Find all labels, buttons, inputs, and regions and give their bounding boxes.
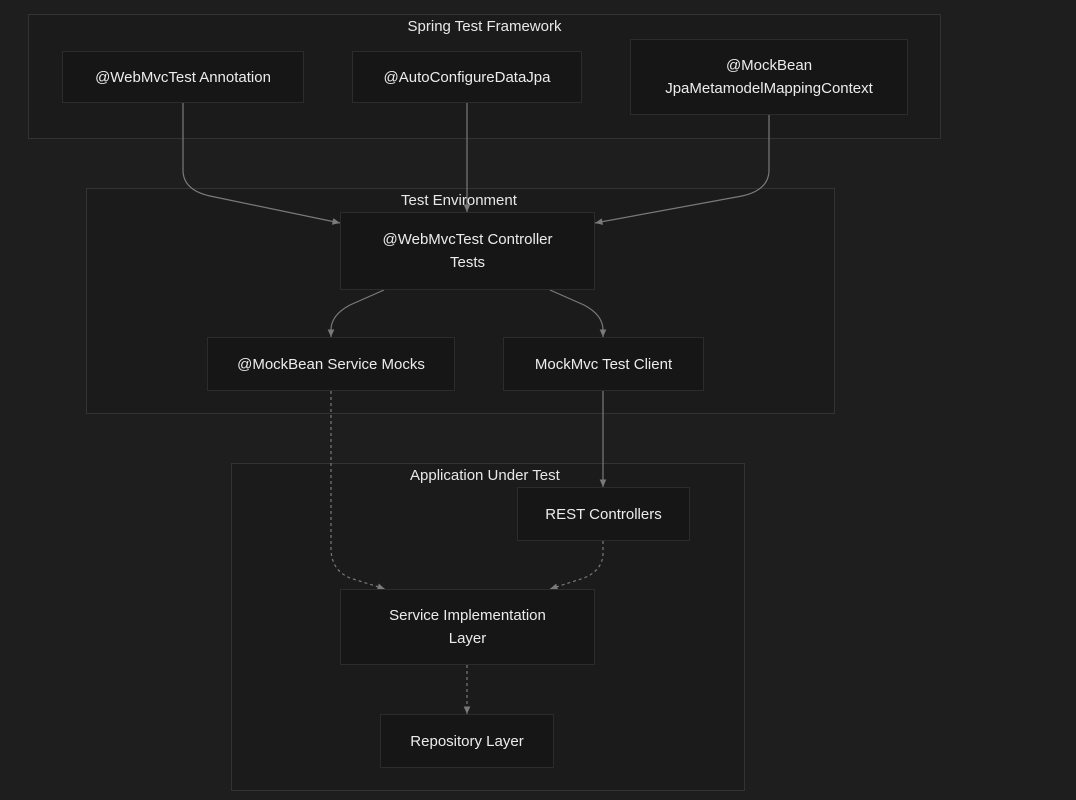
- node-service-mocks[interactable]: @MockBean Service Mocks: [207, 337, 455, 391]
- node-label: MockMvc Test Client: [534, 355, 673, 373]
- node-label: @WebMvcTest Controller Tests: [382, 231, 553, 271]
- node-repository-layer[interactable]: Repository Layer: [380, 714, 554, 768]
- node-label: REST Controllers: [545, 505, 662, 523]
- node-label: @MockBean JpaMetamodelMappingContext: [665, 57, 873, 97]
- node-autoconfigure-datajpa[interactable]: @AutoConfigureDataJpa: [352, 51, 582, 103]
- node-label: @AutoConfigureDataJpa: [383, 68, 551, 86]
- node-label: @WebMvcTest Annotation: [95, 68, 271, 86]
- node-label: Service Implementation Layer: [389, 607, 546, 647]
- group-title: Test Environment: [401, 192, 517, 209]
- node-label: Repository Layer: [410, 732, 524, 750]
- group-title: Application Under Test: [410, 467, 560, 484]
- node-rest-controllers[interactable]: REST Controllers: [517, 487, 690, 541]
- node-mockbean-jpa-context[interactable]: @MockBean JpaMetamodelMappingContext: [630, 39, 908, 115]
- node-webmvctest-annotation[interactable]: @WebMvcTest Annotation: [62, 51, 304, 103]
- node-service-implementation[interactable]: Service Implementation Layer: [340, 589, 595, 665]
- node-mockmvc-client[interactable]: MockMvc Test Client: [503, 337, 704, 391]
- node-controller-tests[interactable]: @WebMvcTest Controller Tests: [340, 212, 595, 290]
- group-title: Spring Test Framework: [407, 18, 562, 35]
- node-label: @MockBean Service Mocks: [237, 355, 425, 373]
